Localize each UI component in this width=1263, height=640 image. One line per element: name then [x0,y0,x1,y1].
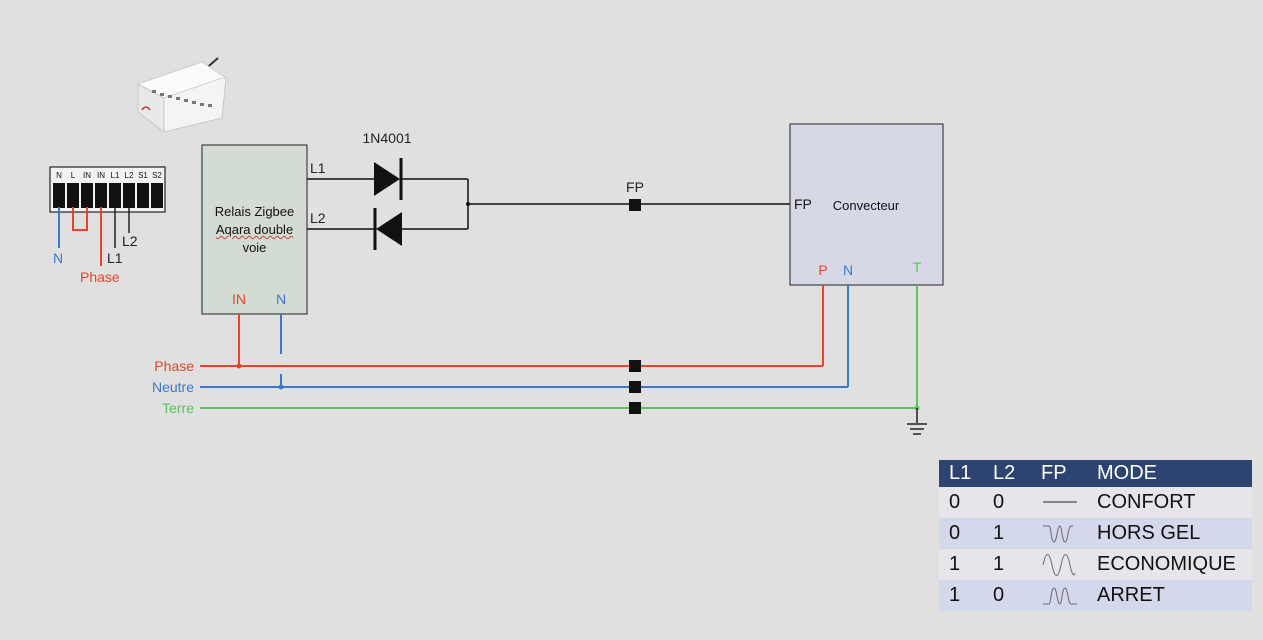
terminal-label: S2 [152,171,162,180]
terminal-label: L2 [125,171,134,180]
cell-l2: 1 [993,518,1041,549]
terminal-label: L [71,171,76,180]
cell-mode: ECONOMIQUE [1097,549,1252,580]
neutral-connector [629,381,641,393]
cell-fp-waveform [1041,580,1097,611]
phase-bus-label: Phase [154,358,194,374]
cell-l1: 0 [939,487,993,518]
relay-out-l1-label: L1 [310,160,326,176]
header-l2: L2 [993,460,1041,487]
diode-label: 1N4001 [362,130,411,146]
relay-out-l2-label: L2 [310,210,326,226]
terminal-slot [67,183,79,208]
terminal-label: N [56,171,62,180]
convector-box [789,123,944,286]
terminal-slot [123,183,135,208]
terminal-label: S1 [138,171,148,180]
relay-title: Relais Zigbee Aqara double voie [202,203,307,257]
convector-p-label: P [818,262,827,278]
header-mode: MODE [1097,460,1252,487]
table-header-row: L1 L2 FP MODE [939,460,1252,487]
waveform-icon [1043,501,1077,502]
terminal-slot [151,183,163,208]
convector-n-label: N [843,262,853,278]
terminal-slot [53,183,65,208]
cell-fp-waveform [1041,549,1097,580]
cell-l1: 1 [939,549,993,580]
convector-title: Convecteur [833,198,900,213]
terminal-l2-label: L2 [122,233,138,249]
relay-box [201,144,308,315]
terminal-slot [95,183,107,208]
phase-bus [200,285,824,367]
terminal-wires [58,207,130,266]
terminal-label: IN [83,171,91,180]
fp-connector [629,199,641,211]
cell-mode: CONFORT [1097,487,1252,518]
relay-n-label: N [276,291,286,307]
relay-in-label: IN [232,291,246,307]
relay-title-line2: Aqara double [215,222,294,237]
ground-icon [907,408,927,435]
terminal-slot [81,183,93,208]
diode-reverse-icon [373,208,402,250]
cell-fp-waveform [1041,518,1097,549]
terminal-slot [109,183,121,208]
terminal-n-label: N [53,250,63,266]
convector-fp-label: FP [794,196,812,212]
relay-title-line3: voie [242,240,267,255]
terminal-phase-label: Phase [80,269,120,285]
waveform-icon [1043,586,1077,605]
cell-fp-waveform [1041,487,1097,518]
zigbee-module-illustration [136,57,228,134]
cell-l1: 0 [939,518,993,549]
convector-t-label: T [913,259,922,275]
header-l1: L1 [939,460,993,487]
earth-connector [629,402,641,414]
phase-connector [629,360,641,372]
header-fp: FP [1041,460,1097,487]
neutral-bus [200,285,849,388]
cell-mode: HORS GEL [1097,518,1252,549]
terminal-label: L1 [111,171,120,180]
terminal-label: IN [97,171,105,180]
diode-forward-icon [374,158,403,200]
relay-title-line1: Relais Zigbee [214,204,295,219]
waveform-icon [1043,524,1073,543]
fp-connector-label: FP [626,179,644,195]
cell-l2: 1 [993,549,1041,580]
terminal-slot [137,183,149,208]
waveform-icon [1042,553,1076,576]
cell-mode: ARRET [1097,580,1252,611]
cell-l2: 0 [993,487,1041,518]
cell-l1: 1 [939,580,993,611]
earth-bus-label: Terre [162,400,194,416]
neutral-bus-label: Neutre [152,379,194,395]
earth-bus [200,285,918,409]
cell-l2: 0 [993,580,1041,611]
terminal-l1-label: L1 [107,250,123,266]
